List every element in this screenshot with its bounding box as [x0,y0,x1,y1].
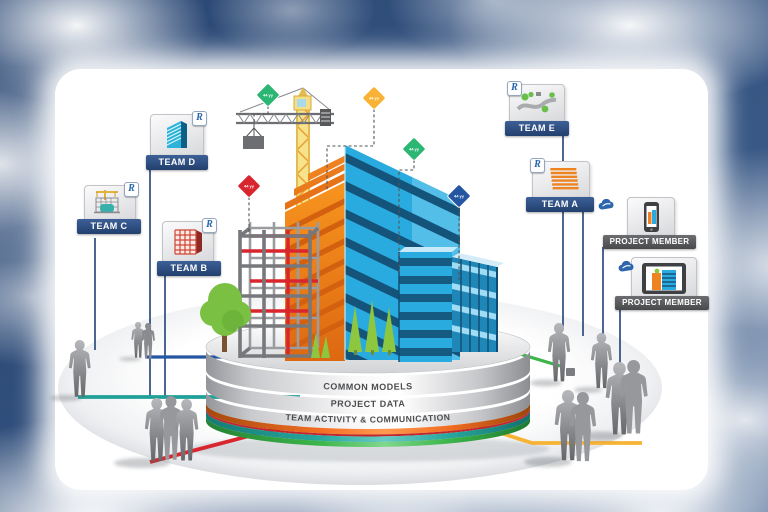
team-d-card: R [150,111,207,158]
team-c-icon [94,190,120,214]
people-shadows [50,356,622,468]
svg-text:44 yy: 44 yy [263,93,274,98]
project-member-tablet-label: PROJECT MEMBER [615,296,709,310]
svg-text:44 yy: 44 yy [369,96,380,101]
team-b-icon [174,229,202,255]
team-d-label: TEAM D [146,155,208,170]
revit-letter: R [128,183,135,194]
revit-icon: R [202,218,217,233]
team-d-icon [166,121,187,148]
project-member-tablet-card [631,257,697,300]
team-e-card: R [507,81,565,124]
trees [200,283,396,358]
project-member-phone-card [627,197,675,238]
tablet-icon [642,263,686,294]
revit-icon: R [124,182,139,197]
people-silhouettes [68,322,648,462]
issue-marker-frame: 44 yy [237,174,261,232]
svg-text:44 yy: 44 yy [244,184,255,189]
issue-marker-crane: 44 yy [253,83,280,125]
team-a-icon [550,168,579,190]
platform-level-3-label: TEAM ACTIVITY & COMMUNICATION [285,412,451,425]
steel-frame-structure [238,222,320,358]
issue-marker-tower: 44 yy [398,137,426,272]
issue-marker-facade: 44 yy [326,86,386,190]
revit-letter: R [206,219,213,230]
revit-icon: R [507,81,522,96]
team-c-label: TEAM C [77,219,141,234]
right-annex-building [452,253,504,352]
svg-text:44 yy: 44 yy [409,147,420,152]
revit-letter: R [196,112,203,123]
issue-marker-annex: 44 yy [447,184,471,280]
revit-letter: R [534,159,541,170]
platform-level-1-label: COMMON MODELS [323,381,413,392]
project-member-phone-label: PROJECT MEMBER [603,235,696,249]
cloud-sync-icon [598,199,614,210]
team-e-label: TEAM E [505,121,569,136]
revit-icon: R [192,111,207,126]
smartphone-icon [644,202,659,232]
svg-text:44 yy: 44 yy [454,194,465,199]
team-b-label: TEAM B [157,261,221,276]
mid-annex-building [398,247,458,362]
tower-crane [236,87,334,214]
team-a-label: TEAM A [526,197,594,212]
team-a-card: R [530,158,590,201]
team-b-card: R [162,218,217,264]
revit-icon: R [530,158,545,173]
team-e-icon [516,91,557,113]
revit-letter: R [511,82,518,93]
cloud-sync-icon [618,261,634,272]
team-c-card: R [84,182,139,224]
platform-level-2-label: PROJECT DATA [331,398,406,409]
